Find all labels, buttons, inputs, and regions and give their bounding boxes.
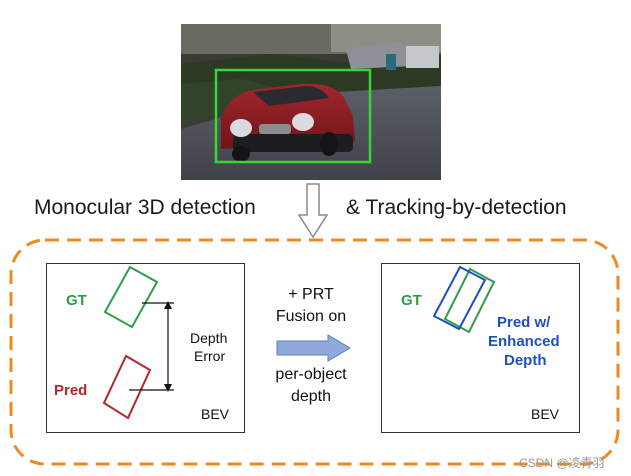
bev-label-left: BEV [201, 406, 230, 422]
gt-label: GT [66, 292, 87, 309]
prt-fusion-text-line4: depth [290, 388, 332, 405]
gt-box [103, 265, 159, 329]
caption-tracking: & Tracking-by-detection [346, 196, 567, 219]
car-scene-image [181, 24, 441, 180]
bev-label-right: BEV [531, 406, 560, 422]
bev-baseline-drawing [102, 265, 174, 420]
caption-monocular: Monocular 3D detection [34, 196, 256, 219]
detection-box [214, 68, 372, 164]
pred-box [102, 354, 152, 420]
fusion-arrow-icon [276, 334, 351, 362]
pred-label: Pred [54, 382, 88, 399]
enhanced-pred-label-line1: Pred w/ [497, 314, 551, 331]
depth-error-label-line2: Error [194, 348, 226, 364]
depth-error-label-line1: Depth [190, 330, 228, 346]
enhanced-pred-label-line2: Enhanced [488, 333, 560, 350]
pred-box-enhanced [432, 265, 487, 331]
gt-label-right: GT [401, 292, 422, 309]
camera-image [181, 24, 441, 180]
prt-fusion-text-line2: Fusion on [275, 308, 347, 325]
enhanced-pred-label-line3: Depth [504, 352, 547, 369]
down-arrow-icon [298, 183, 328, 239]
watermark: CSDN @凌青羽 [519, 456, 605, 470]
bev-panel-baseline [46, 263, 245, 433]
prt-fusion-text-line3: per-object [275, 366, 347, 383]
gt-box-enhanced [443, 267, 496, 334]
prt-fusion-text-line1: + PRT [288, 286, 334, 303]
bev-enhanced-drawing [432, 265, 496, 334]
bev-panel-enhanced [381, 263, 580, 433]
